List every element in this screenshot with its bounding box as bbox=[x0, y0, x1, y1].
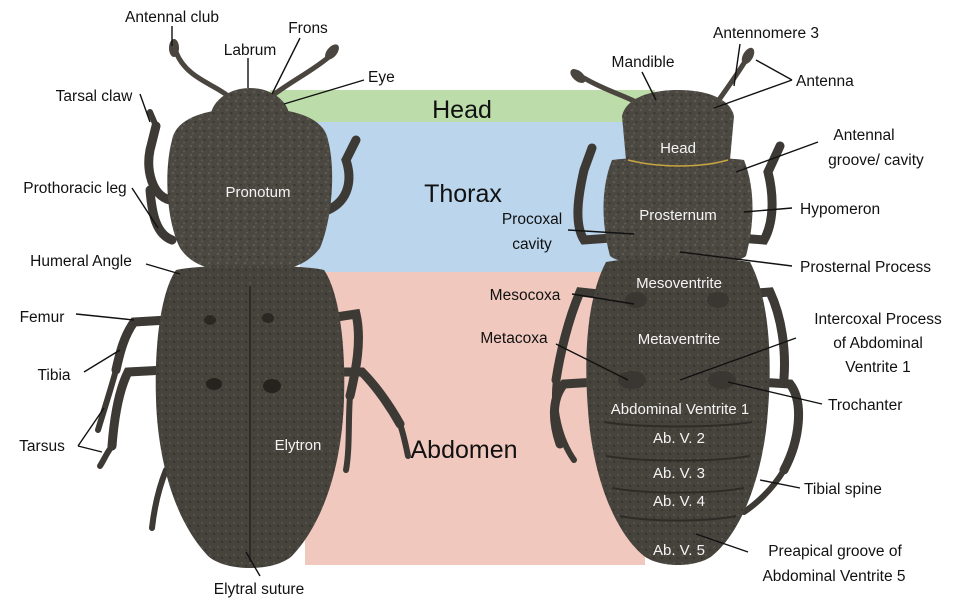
pronotum-label: Pronotum bbox=[225, 184, 290, 201]
leader-humeral-angle bbox=[146, 264, 180, 274]
tarsus-label: Tarsus bbox=[19, 438, 65, 455]
tibia-label: Tibia bbox=[37, 367, 70, 384]
tibial-spine-label: Tibial spine bbox=[804, 481, 882, 498]
abdominal-ventrite-1-label: Abdominal Ventrite 1 bbox=[611, 401, 749, 418]
prothoracic-leg-label: Prothoracic leg bbox=[23, 180, 126, 197]
ventral-left-metacoxa bbox=[618, 371, 646, 389]
metacoxa-label: Metacoxa bbox=[480, 330, 548, 347]
ventral-head-label: Head bbox=[660, 140, 696, 157]
eye-label: Eye bbox=[368, 69, 395, 86]
antennal-groove-label-line1: Antennal bbox=[833, 127, 894, 144]
antennal-groove-label-line2: groove/ cavity bbox=[828, 152, 924, 169]
dorsal-left-hind-tarsus bbox=[100, 446, 112, 466]
leader-tarsus-2 bbox=[78, 446, 102, 452]
preapical-label-line1: Preapical groove of bbox=[768, 543, 902, 560]
antennal-club-label: Antennal club bbox=[125, 9, 219, 26]
dorsal-elytra-spot-3 bbox=[204, 315, 216, 325]
elytral-suture-label: Elytral suture bbox=[214, 581, 304, 598]
leader-antennomere-3 bbox=[734, 44, 740, 86]
dorsal-left-rear-tarsus bbox=[152, 470, 166, 528]
dorsal-elytra-spot-4 bbox=[262, 313, 274, 323]
intercoxal-label-line3: Ventrite 1 bbox=[845, 359, 911, 376]
ab-v5-label: Ab. V. 5 bbox=[653, 542, 705, 559]
prosternum-label: Prosternum bbox=[639, 207, 717, 224]
ab-v3-label: Ab. V. 3 bbox=[653, 465, 705, 482]
humeral-angle-label: Humeral Angle bbox=[30, 253, 132, 270]
antennomere-3-label: Antennomere 3 bbox=[713, 25, 819, 42]
preapical-label-line2: Abdominal Ventrite 5 bbox=[762, 568, 905, 585]
femur-label: Femur bbox=[20, 309, 65, 326]
ventral-right-metacoxa bbox=[708, 371, 736, 389]
dorsal-right-middle-tarsus bbox=[346, 396, 350, 470]
intercoxal-label-line2: of Abdominal bbox=[833, 335, 923, 352]
dorsal-antennal-club bbox=[169, 39, 179, 57]
dorsal-elytra-spot-1 bbox=[206, 378, 222, 390]
ventral-left-mesocoxa bbox=[625, 292, 647, 308]
leader-tarsal-claw bbox=[140, 94, 150, 122]
ab-v4-label: Ab. V. 4 bbox=[653, 493, 705, 510]
dorsal-left-antenna bbox=[176, 52, 228, 96]
mesoventrite-label: Mesoventrite bbox=[636, 275, 722, 292]
hypomeron-label: Hypomeron bbox=[800, 201, 880, 218]
mandible-label: Mandible bbox=[612, 54, 675, 71]
procoxal-label-line1: Procoxal bbox=[502, 211, 562, 228]
tarsal-claw-label: Tarsal claw bbox=[56, 88, 133, 105]
head-region-label: Head bbox=[432, 96, 492, 124]
trochanter-label: Trochanter bbox=[828, 397, 902, 414]
intercoxal-label-line1: Intercoxal Process bbox=[814, 311, 942, 328]
thorax-region-label: Thorax bbox=[424, 180, 502, 208]
dorsal-elytra-spot-2 bbox=[263, 379, 281, 393]
antenna-label: Antenna bbox=[796, 73, 854, 90]
abdomen-region-label: Abdomen bbox=[410, 436, 517, 464]
mesocoxa-label: Mesocoxa bbox=[490, 287, 561, 304]
elytron-label: Elytron bbox=[275, 437, 322, 454]
frons-label: Frons bbox=[288, 20, 328, 37]
dorsal-left-front-tarsus bbox=[150, 112, 156, 126]
leader-antenna-1 bbox=[756, 60, 792, 80]
leader-femur bbox=[76, 314, 134, 320]
prosternal-process-label: Prosternal Process bbox=[800, 259, 931, 276]
labrum-label: Labrum bbox=[224, 42, 277, 59]
procoxal-label-line2: cavity bbox=[512, 236, 552, 253]
ab-v2-label: Ab. V. 2 bbox=[653, 430, 705, 447]
metaventrite-label: Metaventrite bbox=[638, 331, 721, 348]
ventral-right-mesocoxa bbox=[707, 292, 729, 308]
